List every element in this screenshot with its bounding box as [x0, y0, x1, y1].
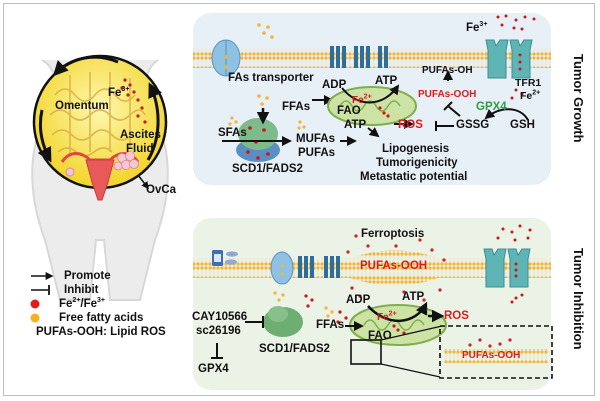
adp-label: ADP — [322, 79, 347, 91]
gssg-label: GSSG — [456, 119, 490, 131]
omentum-label: Omentum — [55, 100, 109, 112]
inhibit-scd1 — [245, 316, 264, 328]
mitochondrion-bottom — [349, 304, 447, 346]
gpx4-bottom-label: GPX4 — [198, 363, 229, 375]
cay10566-label: CAY10566 — [192, 311, 248, 323]
membrane-receptor-top — [330, 46, 388, 68]
drug-pills-icon — [212, 250, 238, 266]
scd1-enzyme-bottom — [263, 306, 303, 337]
legend-promote: Promote — [64, 270, 111, 282]
fas-transporter-icon — [211, 39, 241, 77]
pufas-ooh-bottom-label: PUFAs-OOH — [360, 260, 428, 272]
tfr1-receptor-bottom — [483, 248, 531, 288]
legend-ffa: Free fatty acids — [59, 312, 144, 324]
fe3-left-label: Fe3+ — [108, 86, 130, 99]
pufas-oh-label: PUFAs-OH — [422, 65, 473, 76]
ovca-arrow — [137, 174, 149, 190]
membrane-top — [193, 48, 551, 68]
sfas-label: SFAs — [218, 127, 247, 139]
outcome-metastatic: Metastatic potential — [360, 171, 468, 183]
iron-dots-top — [496, 14, 536, 100]
abdomen-circle — [32, 54, 168, 201]
inset-membrane — [444, 349, 548, 363]
uterus-illustration — [60, 151, 140, 201]
outcome-tumorigenicity: Tumorigenicity — [376, 157, 458, 169]
adp-bottom-label: ADP — [346, 294, 371, 306]
fas-transporter-bottom-icon — [270, 251, 294, 285]
iron-dots-bottom — [496, 224, 532, 304]
zoom-source-box — [350, 339, 382, 365]
iron-dots-left — [120, 78, 147, 124]
outcome-lipogenesis: Lipogenesis — [382, 143, 450, 155]
iron-dot-icon — [30, 299, 40, 309]
ros-bottom-label: ROS — [444, 310, 469, 322]
ferroptosis-label: Ferroptosis — [361, 228, 425, 240]
membrane-receptor-bottom — [298, 256, 340, 278]
scd1-fads2-top-label: SCD1/FADS2 — [232, 163, 303, 175]
ovca-label: OvCa — [146, 184, 177, 196]
fluid-label: Fluid — [126, 143, 154, 155]
inhibit-gpx4 — [211, 343, 223, 359]
sc26196-label: sc26196 — [196, 325, 241, 337]
fao-label: FAO — [337, 105, 361, 117]
ascites-label: Ascites — [120, 129, 161, 141]
atp-top-label: ATP — [375, 75, 398, 87]
fe3-top-label: Fe3+ — [466, 21, 488, 34]
inhibit-bar-icon — [31, 285, 50, 295]
tumor-growth-side-label: Tumor Growth — [571, 54, 586, 143]
tfr1-label: TFR1 — [515, 77, 542, 89]
legend-pufa-ooh: PUFAs-OOH: Lipid ROS — [36, 326, 166, 338]
inhibit-to-ros — [435, 121, 454, 131]
ros-top-label: ROS — [398, 119, 423, 131]
tumor-inhibition-side-label: Tumor Inhibition — [571, 248, 586, 350]
scd1-fads2-bottom-label: SCD1/FADS2 — [259, 343, 330, 355]
gsh-label: GSH — [510, 119, 535, 131]
lipid-peroxidation-dots — [346, 234, 446, 302]
ffa-dot-icon — [30, 313, 40, 323]
figure-frame — [3, 3, 595, 396]
mufas-label: MUFAs — [296, 133, 335, 145]
gpx4-top-label: GPX4 — [476, 101, 507, 113]
pufas-ooh-top-label: PUFAs-OOH — [418, 89, 477, 100]
fao-bottom-label: FAO — [368, 330, 392, 342]
atp-bottom-label: ATP — [402, 291, 425, 303]
zoom-inset-box — [439, 325, 553, 379]
fe2-top-label: Fe2+ — [352, 93, 372, 106]
tfr1-receptor-top — [485, 39, 533, 79]
ffas-label: FFAs — [282, 101, 311, 113]
ffa-dots-top — [228, 23, 306, 130]
legend-inhibit: Inhibit — [64, 284, 99, 296]
ffas-bottom-label: FFAs — [316, 319, 345, 331]
ovarian-tumor — [113, 151, 139, 171]
pufas-label: PUFAs — [298, 147, 336, 159]
fas-transporter-label: FAs transporter — [228, 72, 314, 84]
inset-pufas-ooh-label: PUFAs-OOH — [462, 350, 521, 361]
fe2-tfr-label: Fe2+ — [520, 89, 541, 102]
legend-iron: Fe2+/Fe3+ — [59, 297, 106, 310]
fe2-bottom-label: Fe2+ — [377, 310, 397, 323]
inhibit-to-pufas-ooh — [443, 101, 461, 117]
atp-mid-label: ATP — [344, 119, 367, 131]
